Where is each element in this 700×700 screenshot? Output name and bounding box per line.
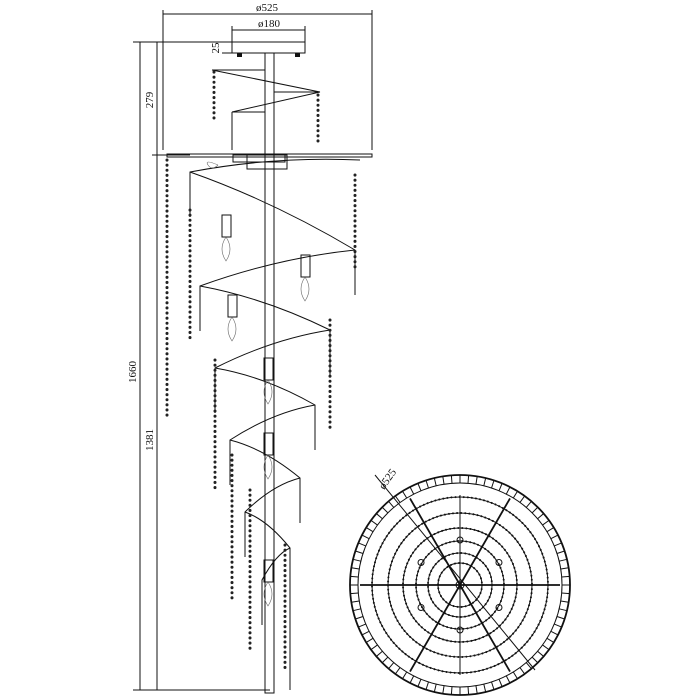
lamp-holder <box>263 432 274 456</box>
crossbar <box>166 153 373 158</box>
spiral-band <box>244 477 301 516</box>
total-height-label: 1660 <box>127 361 139 384</box>
side-view <box>165 41 373 694</box>
lamp-icon <box>417 604 425 611</box>
spiral-band <box>199 285 331 334</box>
lower-section-height-label: 1381 <box>144 429 156 451</box>
bottom-view <box>349 474 571 696</box>
lamp-holder <box>227 294 238 318</box>
canopy-diameter-label: ø180 <box>258 18 281 30</box>
dimension-lines <box>133 10 373 691</box>
lamp-holder <box>263 559 274 583</box>
top-section-height-label: 279 <box>144 91 156 108</box>
lamp-icon <box>456 536 464 544</box>
lamp-holder <box>300 254 311 278</box>
candle-bulb-icon <box>221 236 231 262</box>
canopy <box>231 41 306 54</box>
candle-bulb-icon <box>227 316 237 342</box>
candle-bulb-icon <box>263 454 273 480</box>
spiral-band <box>244 511 291 552</box>
bottom-view-diameter-label: ø525 <box>377 466 400 491</box>
lamp-icon <box>456 626 464 634</box>
candle-bulb-icon <box>263 581 273 607</box>
candle-bulb-icon <box>300 276 310 302</box>
spiral-band <box>214 329 331 372</box>
spiral-band <box>189 171 356 254</box>
lamp-icon <box>417 559 425 566</box>
spiral-band <box>199 249 356 290</box>
lamp-holder <box>263 357 274 381</box>
canopy-height-label: 25 <box>210 42 222 54</box>
overall-diameter-label: ø525 <box>256 2 279 14</box>
center-rod <box>264 52 275 694</box>
lamp-icon <box>495 604 503 611</box>
spiral-band <box>261 547 291 584</box>
lamp-holder <box>221 214 232 238</box>
spiral-band <box>189 158 361 176</box>
lamp-icon <box>495 559 503 566</box>
spiral-band <box>229 404 316 444</box>
candle-bulb-icon <box>263 379 273 405</box>
